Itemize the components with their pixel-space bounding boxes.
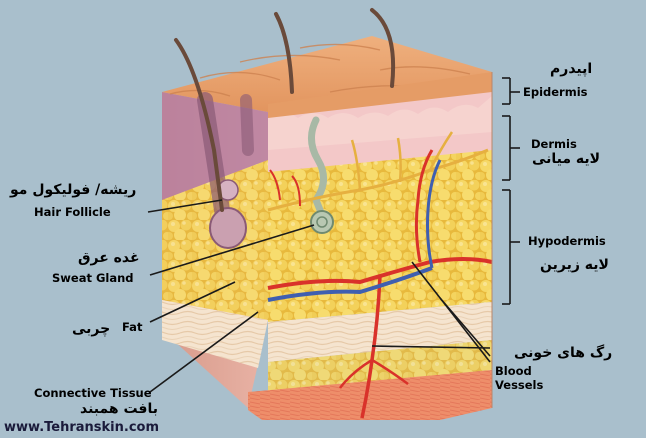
hair-2 <box>274 12 294 94</box>
hair-follicle-label: Hair Follicle <box>34 205 111 219</box>
fat-label: Fat <box>122 320 143 334</box>
hair-follicle-label-fa: ریشه/ فولیکول مو <box>10 182 137 198</box>
hypodermis-label-fa: لایه زیرین <box>540 257 609 273</box>
hair-1 <box>174 38 224 212</box>
sweat-gland-label-fa: غده عرق <box>78 250 140 266</box>
nerve-main <box>267 148 489 212</box>
artery-main <box>267 257 493 290</box>
sweat-gland-label: Sweat Gland <box>52 271 134 285</box>
hair-bulb <box>209 207 247 249</box>
leader-lines <box>147 199 491 393</box>
papillae <box>268 96 492 150</box>
epidermis-label: Epidermis <box>523 85 588 99</box>
left-connective <box>162 300 268 368</box>
dermis-label-fa: لایه میانی <box>532 151 601 167</box>
hypodermis-label: Hypodermis <box>528 234 606 248</box>
layer-brackets <box>502 77 520 305</box>
muscle-base <box>248 370 492 420</box>
watermark-url[interactable]: www.Tehranskin.com <box>4 420 160 435</box>
fat-label-fa: چربی <box>72 321 111 337</box>
hair-3 <box>370 8 396 88</box>
epidermis-label-fa: اپیدرم <box>550 61 593 77</box>
front-fat <box>268 150 492 322</box>
blood-vessels-label-fa: رگ های خونی <box>514 345 613 361</box>
blood-vessels-label-2: Vessels <box>495 378 544 392</box>
connective-tissue-label-fa: بافت همبند <box>80 401 158 417</box>
sweat-duct <box>308 116 327 219</box>
blood-vessels-label-1: Blood <box>495 364 532 378</box>
epidermis-top <box>162 36 492 112</box>
epidermis-edge <box>268 72 492 118</box>
dermis-label: Dermis <box>531 137 577 151</box>
sweat-gland-coil <box>310 210 334 234</box>
connective-tissue-label: Connective Tissue <box>34 386 152 400</box>
vein-main <box>267 266 433 302</box>
front-connective <box>268 302 492 362</box>
